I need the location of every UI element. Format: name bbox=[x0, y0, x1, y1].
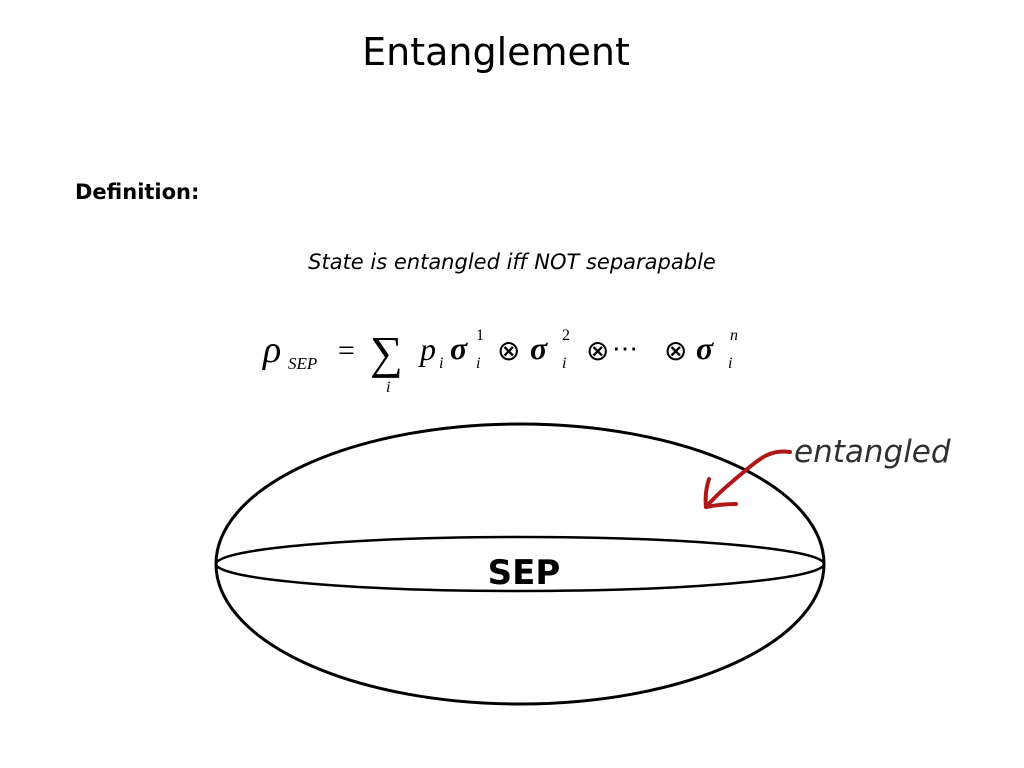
separable-states-ellipse bbox=[214, 535, 826, 593]
sigma-subscript: i bbox=[728, 355, 732, 372]
sigma-subscript: i bbox=[562, 355, 566, 372]
slide-title: Entanglement bbox=[362, 30, 630, 74]
entangled-arrow bbox=[703, 449, 792, 509]
rho-symbol: ρ bbox=[262, 329, 281, 371]
sigma-superscript: 1 bbox=[476, 327, 484, 344]
sum-symbol: ∑ bbox=[370, 327, 403, 378]
sigma-superscript: 2 bbox=[562, 327, 570, 344]
equals-sign: = bbox=[338, 334, 355, 367]
sigma-symbol: σ bbox=[450, 330, 468, 366]
dots-symbol: ⋯ bbox=[612, 334, 638, 363]
sep-label: SEP bbox=[488, 553, 561, 593]
tensor-product-symbol: ⊗ bbox=[664, 336, 687, 367]
sum-index: i bbox=[386, 379, 390, 396]
separable-state-formula: ρ SEP = ∑ i p i σ 1 i ⊗ σ 2 i ⊗ ⋯ ⊗ σ n … bbox=[262, 327, 738, 396]
probability-symbol: p bbox=[418, 331, 436, 367]
rho-subscript: SEP bbox=[288, 354, 317, 373]
sigma-superscript: n bbox=[730, 327, 738, 344]
probability-subscript: i bbox=[439, 355, 443, 372]
sigma-subscript: i bbox=[476, 355, 480, 372]
sigma-symbol: σ bbox=[696, 330, 714, 366]
tensor-product-symbol: ⊗ bbox=[497, 336, 520, 367]
tensor-product-symbol: ⊗ bbox=[586, 336, 609, 367]
sigma-symbol: σ bbox=[530, 330, 548, 366]
definition-label: Definition: bbox=[75, 180, 200, 204]
entangled-label: entangled bbox=[794, 434, 951, 470]
definition-statement: State is entangled iff NOT separapable bbox=[308, 250, 716, 274]
